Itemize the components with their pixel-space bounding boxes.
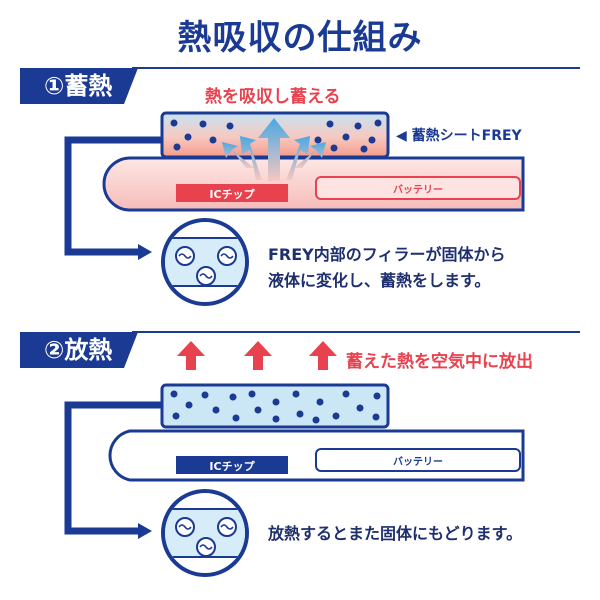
- section1-caption: 熱を吸収し蓄える: [205, 87, 341, 107]
- ic-chip-2: [176, 456, 288, 474]
- heat-sheet-2: [160, 383, 390, 429]
- section2-label-bar: [20, 331, 580, 368]
- page-title: 熱吸収の仕組み: [177, 18, 423, 58]
- ic-chip-label-2: ICチップ: [209, 460, 255, 473]
- magnified-circle-1: [161, 218, 249, 306]
- battery-label-2: バッテリー: [393, 457, 443, 468]
- magnified-circle-2: [161, 489, 249, 577]
- section1-label-bar: [20, 67, 580, 104]
- section2-caption: 蓄えた熱を空気中に放出: [346, 352, 533, 372]
- filler-dots-2: [170, 390, 381, 424]
- heat-absorption-arrows: [222, 118, 326, 181]
- section1-connector-arrow: [64, 136, 162, 260]
- battery-2: [315, 448, 521, 472]
- section2-label: ②放熱: [44, 336, 113, 364]
- section1-description-line2: 液体に変化し、蓄熱をします。: [268, 271, 491, 290]
- filler-dots-1: [170, 119, 382, 153]
- section2-description: 放熱するとまた固体にもどります。: [268, 524, 523, 543]
- ic-chip-1: [176, 184, 288, 202]
- section2-connector-arrow: [64, 401, 162, 539]
- battery-1: [315, 176, 521, 200]
- section1-label: ①蓄熱: [44, 72, 113, 100]
- heat-release-arrows: [177, 341, 337, 370]
- section1-description-line1: FREY内部のフィラーが固体から: [268, 245, 506, 264]
- sheet-label: ◀ 蓄熱シートFREY: [396, 128, 522, 144]
- ic-chip-label-1: ICチップ: [209, 188, 255, 201]
- battery-label-1: バッテリー: [393, 185, 443, 196]
